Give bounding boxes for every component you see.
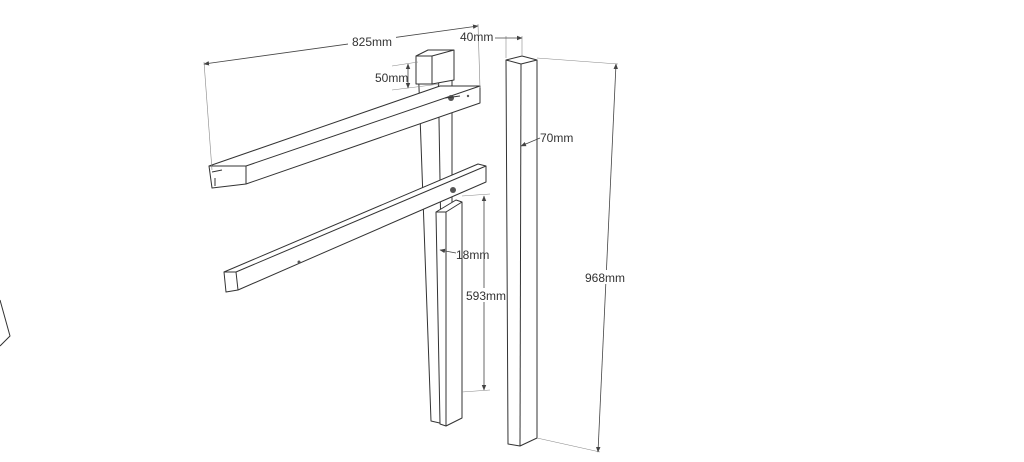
label-18mm: 18mm — [456, 248, 489, 262]
dimension-post-thickness: 40mm — [460, 30, 523, 58]
label-40mm: 40mm — [460, 30, 493, 44]
dimension-board-thickness: 18mm — [439, 248, 489, 262]
cropped-object-edge — [0, 299, 11, 347]
front-board — [435, 199, 463, 427]
dimension-rail-length: 825mm — [203, 23, 481, 171]
right-post — [505, 55, 538, 447]
upper-rail-dowel-hole — [448, 95, 454, 101]
lower-rail-dowel-hole — [450, 187, 456, 193]
label-593mm: 593mm — [466, 289, 506, 303]
dimension-rail-height: 50mm — [375, 61, 441, 91]
dimension-post-width: 70mm — [520, 131, 573, 147]
lower-rail — [223, 163, 487, 293]
label-825mm: 825mm — [352, 35, 392, 49]
upper-rail — [208, 85, 481, 189]
label-968mm: 968mm — [585, 271, 625, 285]
dimension-board-length: 593mm — [461, 193, 506, 393]
label-70mm: 70mm — [540, 131, 573, 145]
label-50mm: 50mm — [375, 71, 408, 85]
dimension-post-height: 968mm — [536, 57, 626, 453]
